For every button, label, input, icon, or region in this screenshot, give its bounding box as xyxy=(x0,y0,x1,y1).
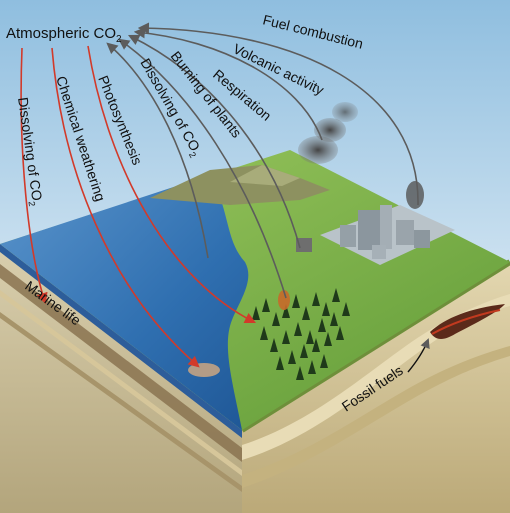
arrow-photosynthesis xyxy=(87,45,257,324)
arrow-chemical-weathering xyxy=(51,47,200,368)
ocean xyxy=(0,175,249,430)
forest xyxy=(252,288,350,380)
title-atmospheric-co2: Atmospheric CO2 xyxy=(6,25,122,45)
city xyxy=(296,181,455,265)
arrow-volcanic-activity xyxy=(133,27,323,141)
arrow-respiration xyxy=(127,34,301,249)
release-arrows xyxy=(106,22,419,299)
cross-section-left xyxy=(0,244,242,513)
arrow-burning-of-plants xyxy=(118,38,287,299)
uptake-arrows xyxy=(20,45,257,368)
arrow-dissolving-ocean xyxy=(20,47,48,305)
seabed-rock xyxy=(188,363,220,377)
fossil-fuels-pointer xyxy=(407,338,430,373)
arrow-fuel-combustion xyxy=(137,22,419,206)
arrow-dissolving-land xyxy=(106,42,209,259)
